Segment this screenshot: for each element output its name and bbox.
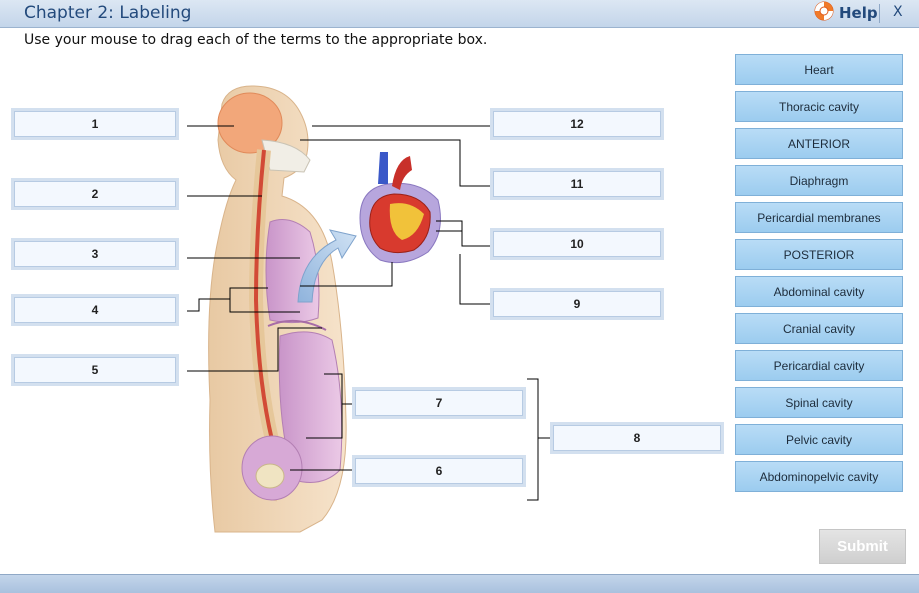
bottom-bar (0, 574, 919, 593)
term-abdominopelvic-cavity[interactable]: Abdominopelvic cavity (735, 461, 903, 492)
title-separator (879, 4, 880, 23)
lifebuoy-icon (813, 0, 835, 26)
title-bar: Chapter 2: Labeling Help X (0, 0, 919, 28)
term-pericardial-cavity[interactable]: Pericardial cavity (735, 350, 903, 381)
leader-lines (187, 125, 550, 501)
drop-box-11[interactable]: 11 (490, 168, 664, 200)
bladder (255, 463, 285, 489)
drop-box-4[interactable]: 4 (11, 294, 179, 326)
help-button[interactable]: Help (813, 1, 878, 25)
drop-box-8[interactable]: 8 (550, 422, 724, 454)
term-pelvic-cavity[interactable]: Pelvic cavity (735, 424, 903, 455)
drop-box-7[interactable]: 7 (352, 387, 526, 419)
term-cranial-cavity[interactable]: Cranial cavity (735, 313, 903, 344)
drop-box-1[interactable]: 1 (11, 108, 179, 140)
term-heart[interactable]: Heart (735, 54, 903, 85)
drop-box-3[interactable]: 3 (11, 238, 179, 270)
drop-box-5[interactable]: 5 (11, 354, 179, 386)
drop-box-9[interactable]: 9 (490, 288, 664, 320)
drop-box-6[interactable]: 6 (352, 455, 526, 487)
pointer-arrow (297, 229, 357, 303)
instruction-text: Use your mouse to drag each of the terms… (24, 32, 488, 48)
term-pericardial-membranes[interactable]: Pericardial membranes (735, 202, 903, 233)
term-posterior[interactable]: POSTERIOR (735, 239, 903, 270)
close-button[interactable]: X (893, 4, 903, 20)
submit-button[interactable]: Submit (819, 529, 906, 564)
drop-box-12[interactable]: 12 (490, 108, 664, 140)
drop-box-10[interactable]: 10 (490, 228, 664, 260)
term-diaphragm[interactable]: Diaphragm (735, 165, 903, 196)
term-thoracic-cavity[interactable]: Thoracic cavity (735, 91, 903, 122)
skull-face (261, 139, 311, 173)
term-abdominal-cavity[interactable]: Abdominal cavity (735, 276, 903, 307)
page-title: Chapter 2: Labeling (24, 3, 192, 23)
drop-box-2[interactable]: 2 (11, 178, 179, 210)
help-label: Help (839, 4, 878, 22)
brain (217, 92, 283, 154)
heart-illustration (359, 152, 441, 264)
anatomy-diagram (187, 85, 550, 533)
term-anterior[interactable]: ANTERIOR (735, 128, 903, 159)
term-spinal-cavity[interactable]: Spinal cavity (735, 387, 903, 418)
